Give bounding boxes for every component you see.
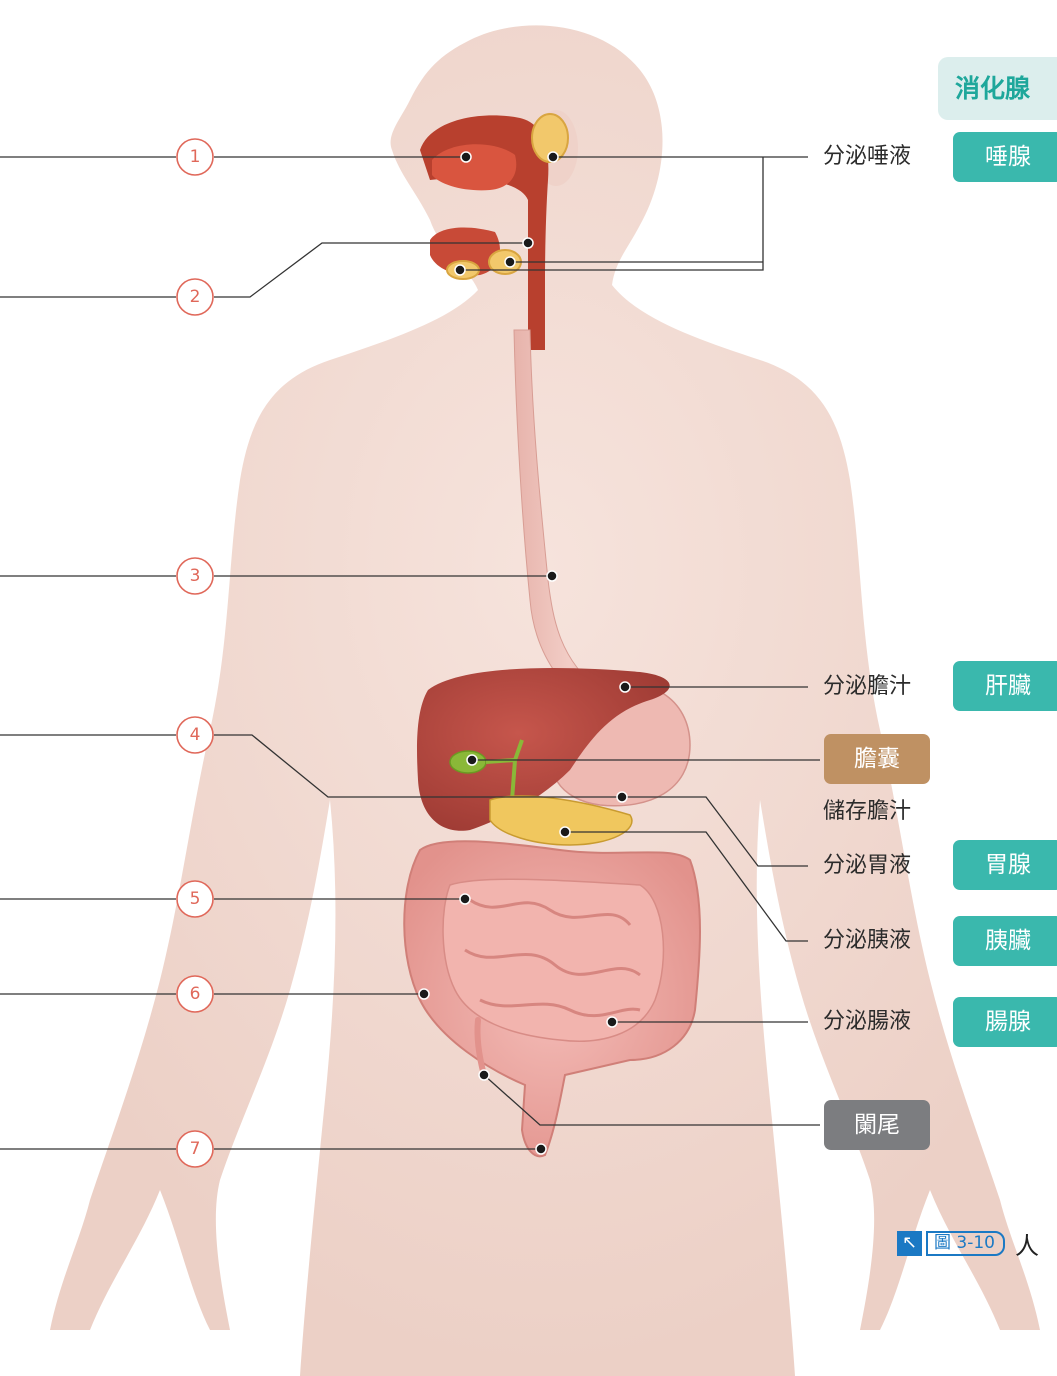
arrow-up-left-icon: ↖ [897, 1231, 922, 1256]
marker-6: 6 [177, 976, 213, 1012]
marker-1-label: 1 [190, 147, 201, 167]
gallbladder-function: 儲存膽汁 [823, 801, 911, 823]
marker-7: 7 [177, 1131, 213, 1167]
marker-3: 3 [177, 558, 213, 594]
salivary-gland-function: 分泌唾液 [823, 146, 911, 168]
gastric-gland-badge: 胃腺 [953, 840, 1057, 890]
marker-7-label: 7 [190, 1139, 201, 1159]
appendix-badge: 闌尾 [824, 1100, 930, 1150]
liver-function: 分泌膽汁 [823, 676, 911, 698]
pancreas-function: 分泌胰液 [823, 930, 911, 952]
marker-5-label: 5 [190, 889, 201, 909]
marker-2-label: 2 [190, 287, 201, 307]
intestinal-gland-badge: 腸腺 [953, 997, 1057, 1047]
section-title: 消化腺 [938, 57, 1057, 120]
marker-6-label: 6 [190, 984, 201, 1004]
salivary-gland-badge: 唾腺 [953, 132, 1057, 182]
marker-4-label: 4 [190, 725, 201, 745]
marker-5: 5 [177, 881, 213, 917]
marker-2: 2 [177, 279, 213, 315]
figure-title: 人 [1015, 1226, 1039, 1261]
marker-4: 4 [177, 717, 213, 753]
liver-badge: 肝臟 [953, 661, 1057, 711]
marker-1: 1 [177, 139, 213, 175]
figure-caption: ↖ 圖 3-10 人 [897, 1228, 1039, 1258]
gallbladder-badge: 膽囊 [824, 734, 930, 784]
intestinal-gland-function: 分泌腸液 [823, 1011, 911, 1033]
marker-3-label: 3 [190, 566, 201, 586]
pancreas-badge: 胰臟 [953, 916, 1057, 966]
gastric-gland-function: 分泌胃液 [823, 855, 911, 877]
figure-number: 圖 3-10 [926, 1231, 1005, 1256]
